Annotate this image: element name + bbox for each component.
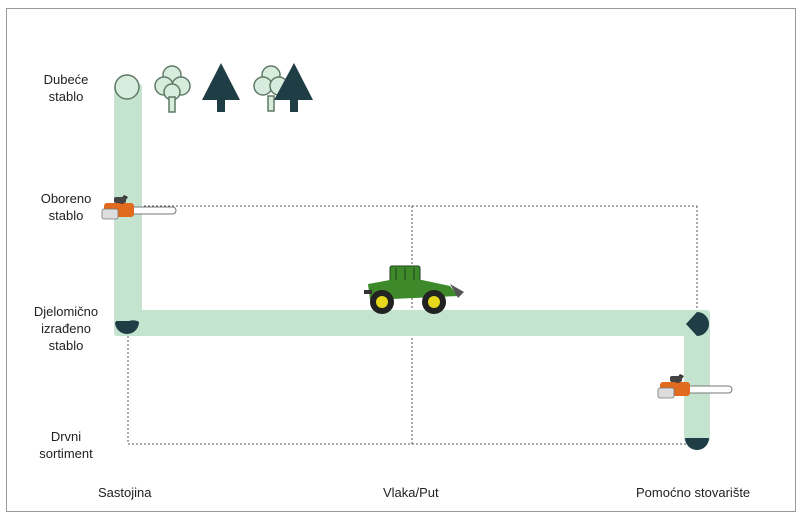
chainsaw-icon	[657, 374, 733, 399]
conifer-tree-icon	[202, 63, 240, 112]
skidder-icon	[364, 265, 464, 314]
diagram-frame	[6, 8, 796, 512]
half-circle-node-icon	[115, 320, 139, 334]
chainsaw-icon	[101, 195, 177, 220]
location-label-skid-road: Vlaka/Put	[383, 485, 439, 500]
mixed-trees-icon	[253, 63, 313, 112]
location-label-stand: Sastojina	[98, 485, 152, 500]
circle-node-icon	[114, 74, 140, 100]
dotted-grid	[127, 205, 698, 445]
half-circle-node-icon	[685, 438, 709, 450]
location-label-landing: Pomoćno stovarište	[636, 485, 751, 500]
deciduous-tree-icon	[154, 65, 191, 113]
half-circle-node-icon	[686, 312, 709, 336]
